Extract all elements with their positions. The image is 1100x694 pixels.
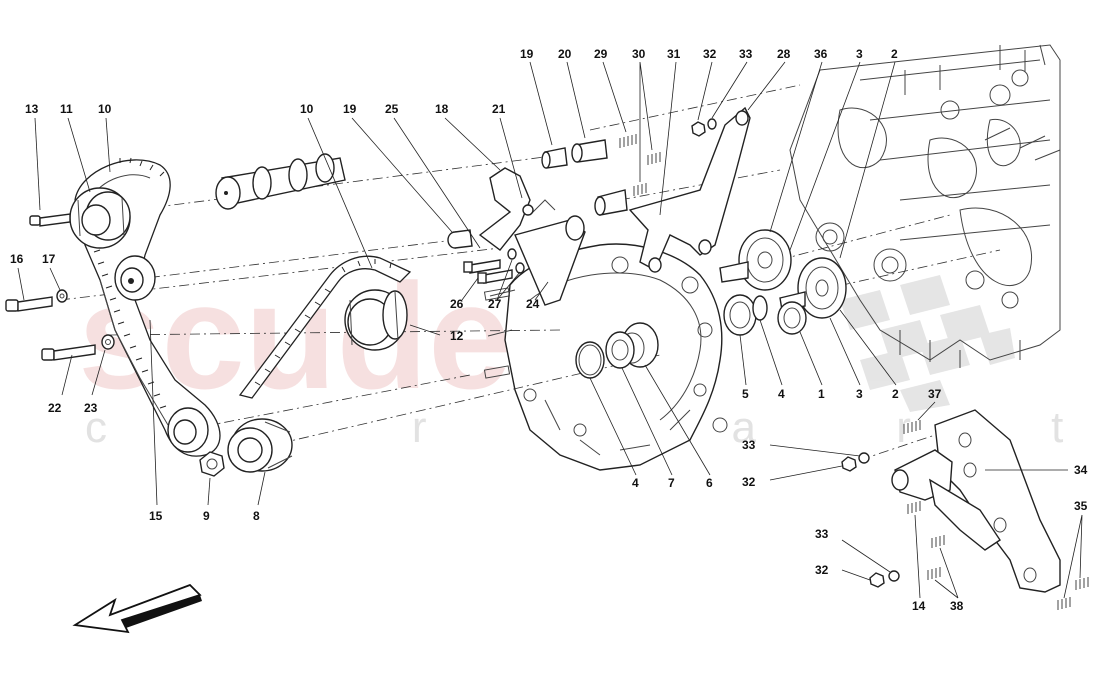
callout-32: 32 [703, 47, 717, 61]
washer-23 [101, 334, 115, 350]
camshaft [215, 153, 346, 210]
callout-36: 36 [814, 47, 828, 61]
callout-31: 31 [667, 47, 681, 61]
callout-4: 4 [778, 387, 785, 401]
circlip-4b [575, 341, 605, 379]
callout-9: 9 [203, 509, 210, 523]
belt-tensioner-roller [114, 255, 156, 301]
callout-4b: 4 [632, 476, 639, 490]
pulley-nut [199, 451, 225, 477]
callout-32c: 32 [815, 563, 829, 577]
callout-25: 25 [385, 102, 399, 116]
callout-14: 14 [912, 599, 926, 613]
direction-arrow-icon [72, 583, 202, 634]
callout-10: 10 [98, 102, 112, 116]
callout-15: 15 [149, 509, 163, 523]
bracket-28 [594, 106, 751, 273]
callout-2b: 2 [892, 387, 899, 401]
callout-19: 19 [343, 102, 357, 116]
bolt-13 [29, 213, 71, 227]
callout-21: 21 [492, 102, 506, 116]
spring-37 [903, 420, 921, 434]
callout-37: 37 [928, 387, 942, 401]
callout-23: 23 [84, 401, 98, 415]
callout-38: 38 [950, 599, 964, 613]
leader-lines [17, 61, 1083, 599]
callout-13: 13 [25, 102, 39, 116]
callout-33: 33 [739, 47, 753, 61]
washer-17 [56, 289, 68, 303]
callout-5: 5 [742, 387, 749, 401]
callout-2: 2 [891, 47, 898, 61]
lower-idler-roller [167, 407, 209, 453]
washer-33c [888, 570, 900, 582]
callout-7: 7 [668, 476, 675, 490]
bolt-22 [41, 344, 96, 361]
callout-34: 34 [1074, 463, 1088, 477]
tensioner-bracket [478, 167, 586, 306]
timing-belt-center [238, 255, 412, 399]
cam-pulley [69, 187, 131, 249]
callout-17: 17 [42, 252, 56, 266]
callout-26: 26 [450, 297, 464, 311]
callout-18: 18 [435, 102, 449, 116]
callout-35: 35 [1074, 499, 1088, 513]
bracket-34 [891, 409, 1061, 593]
callout-3b: 3 [856, 387, 863, 401]
callout-labels: 13 11 10 16 17 22 23 15 9 8 10 19 25 18 … [10, 47, 1088, 613]
nut-32b [841, 456, 857, 472]
washer-33a [707, 118, 717, 130]
callout-12: 12 [450, 329, 464, 343]
nut-32c [869, 572, 885, 588]
callout-32b: 32 [742, 475, 756, 489]
bolt-16 [5, 296, 53, 312]
pulley-12 [344, 289, 408, 351]
crankshaft-pulley [227, 418, 293, 473]
engine-block [789, 44, 1061, 368]
spacer-19b [541, 147, 568, 169]
callout-33c: 33 [815, 527, 829, 541]
spring-29 [619, 134, 637, 148]
callout-24: 24 [526, 297, 540, 311]
callout-6: 6 [706, 476, 713, 490]
washer-33b [858, 452, 870, 464]
callout-19b: 19 [520, 47, 534, 61]
callout-16: 16 [10, 252, 24, 266]
springs-35 [1057, 577, 1089, 610]
seal-5 [723, 294, 757, 336]
bolts-26-27 [463, 248, 525, 284]
ring-4a [752, 295, 768, 321]
shim-1 [777, 301, 807, 335]
callout-28: 28 [777, 47, 791, 61]
callout-3: 3 [856, 47, 863, 61]
callout-27: 27 [488, 297, 502, 311]
sleeve-20 [571, 139, 608, 163]
callout-1: 1 [818, 387, 825, 401]
springs-38 [927, 535, 945, 580]
callout-20: 20 [558, 47, 572, 61]
front-seal-7 [605, 331, 635, 369]
callout-11: 11 [60, 102, 73, 116]
nut-32a [691, 121, 706, 137]
callout-22: 22 [48, 401, 62, 415]
callout-29: 29 [594, 47, 608, 61]
callout-10b: 10 [300, 102, 314, 116]
callout-33b: 33 [742, 438, 756, 452]
callout-30: 30 [632, 47, 646, 61]
spring-14 [907, 501, 921, 514]
gear-36 [719, 229, 792, 291]
spacer-19a [447, 229, 473, 249]
callout-8: 8 [253, 509, 260, 523]
